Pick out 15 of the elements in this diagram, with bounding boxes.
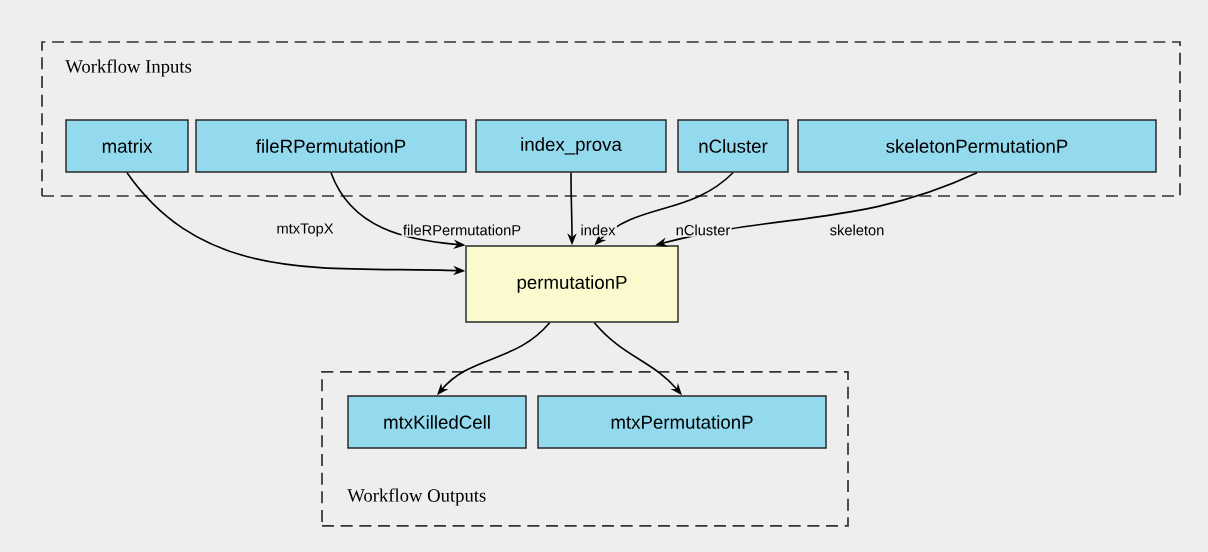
port-box: nCluster	[677, 119, 789, 173]
port-box: mtxPermutationP	[537, 395, 827, 449]
group-title: Workflow Outputs	[347, 488, 486, 506]
group-title: Workflow Inputs	[65, 59, 192, 77]
port-box: mtxKilledCell	[347, 395, 527, 449]
edge-label: fileRPermutationP	[403, 224, 521, 236]
port-box: matrix	[65, 119, 189, 173]
edge-label: skeleton	[830, 224, 884, 236]
port-box: index_prova	[475, 119, 667, 173]
port-box: skeletonPermutationP	[797, 119, 1157, 173]
edge-label: nCluster	[676, 224, 731, 236]
port-box: fileRPermutationP	[195, 119, 467, 173]
process-box: permutationP	[465, 245, 679, 323]
edge-label: index	[581, 224, 616, 236]
edge-label: mtxTopX	[277, 223, 334, 237]
